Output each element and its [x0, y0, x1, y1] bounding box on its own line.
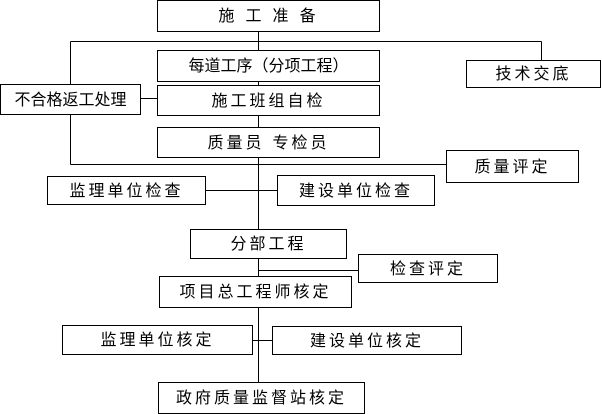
step-each-process: 每道工序（分项工程） [157, 50, 380, 82]
step-owner-inspection: 建设单位检查 [277, 175, 435, 206]
step-rework-nonconforming: 不合格返工处理 [0, 84, 141, 115]
step-chief-engineer-verify: 项目总工程师核定 [159, 276, 352, 308]
step-owner-verify: 建设单位核定 [272, 326, 462, 355]
step-supervisor-inspection: 监理单位检查 [47, 176, 206, 205]
step-quality-inspector: 质量员 专检员 [157, 127, 380, 158]
step-check-evaluation: 检查评定 [358, 254, 498, 283]
step-construction-preparation: 施 工 准 备 [157, 0, 380, 32]
step-technical-briefing: 技术交底 [466, 60, 601, 88]
step-supervisor-verify: 监理单位核定 [62, 325, 253, 355]
step-division-project: 分部工程 [190, 229, 347, 259]
step-team-self-check: 施工班组自检 [157, 85, 380, 116]
step-quality-evaluation: 质量评定 [446, 150, 579, 183]
step-government-station-verify: 政府质量监督站核定 [158, 382, 365, 414]
